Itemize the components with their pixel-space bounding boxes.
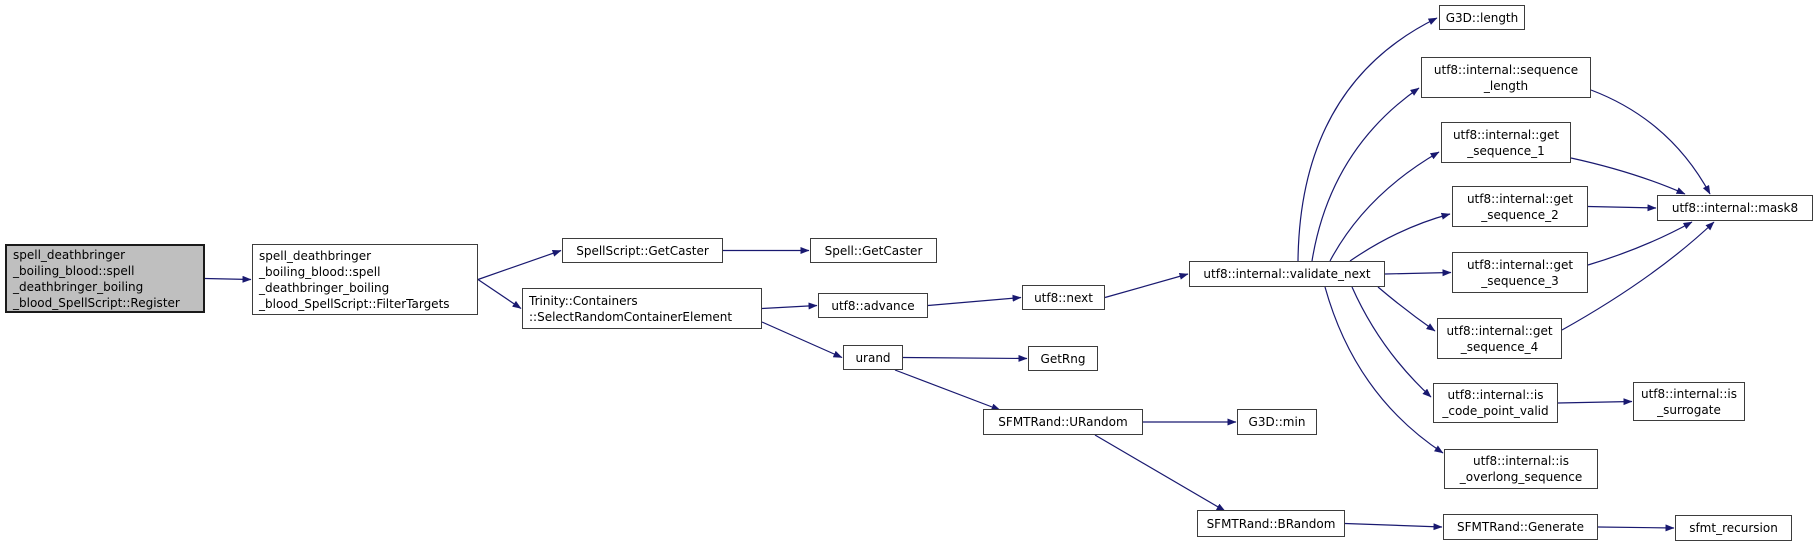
graph-node-label-line: SFMTRand::URandom: [998, 415, 1128, 429]
graph-node-sequence_length[interactable]: utf8::internal::sequence_length: [1421, 57, 1591, 98]
graph-node-validate_next[interactable]: utf8::internal::validate_next: [1189, 261, 1385, 287]
graph-node-get_sequence_1[interactable]: utf8::internal::get_sequence_1: [1441, 122, 1571, 163]
edge-sfmt_brandom-to-sfmt_generate: [1344, 522, 1443, 531]
graph-node-label-line: utf8::internal::is: [1641, 386, 1737, 401]
edge-sfmt_urandom-to-sfmt_brandom: [1094, 434, 1226, 512]
graph-node-label-line: utf8::advance: [831, 298, 915, 313]
graph-node-label-line: _boiling_blood::spell: [259, 264, 381, 279]
graph-node-label-line: utf8::internal::get: [1466, 257, 1574, 272]
graph-node-label-line: utf8::internal::is: [1473, 454, 1569, 468]
graph-node-label-line: utf8::internal::is: [1447, 388, 1544, 402]
graph-node-label-line: _sequence_4: [1460, 339, 1539, 354]
edge-validate_next-to-get_sequence_2: [1349, 212, 1451, 262]
graph-node-label-line: _boiling_blood::spell: [13, 263, 135, 278]
graph-node-is_surrogate[interactable]: utf8::internal::is_surrogate: [1633, 382, 1745, 421]
graph-node-label-line: G3D::min: [1248, 415, 1306, 429]
graph-node-utf8_advance[interactable]: utf8::advance: [818, 293, 928, 318]
graph-node-is_code_point_valid[interactable]: utf8::internal::is_code_point_valid: [1433, 383, 1558, 423]
graph-node-label-line: _sequence_2: [1481, 207, 1559, 222]
edge-validate_next-to-is_overlong_sequence: [1324, 286, 1444, 454]
graph-node-is_overlong_sequence[interactable]: utf8::internal::is_overlong_sequence: [1444, 449, 1598, 489]
graph-node-label-line: _code_point_valid: [1442, 404, 1549, 418]
graph-node-get_sequence_4[interactable]: utf8::internal::get_sequence_4: [1437, 318, 1562, 359]
edge-is_code_point_valid-to-is_surrogate: [1557, 398, 1633, 406]
graph-node-filter_targets[interactable]: spell_deathbringer_boiling_blood::spell_…: [252, 244, 478, 315]
edge-validate_next-to-get_sequence_4: [1377, 286, 1436, 332]
graph-node-label-line: utf8::internal::get: [1446, 323, 1553, 338]
graph-node-label-line: urand: [855, 350, 891, 365]
edge-validate_next-to-g3d_length: [1297, 17, 1438, 262]
graph-node-label-line: utf8::next: [1034, 290, 1093, 305]
graph-node-label-line: utf8::internal::validate_next: [1203, 267, 1371, 281]
edge-get_sequence_2-to-mask8: [1587, 204, 1657, 212]
edge-register-to-filter_targets: [204, 275, 252, 283]
edge-urand-to-getrng: [902, 354, 1028, 362]
graph-node-sfmt_urandom[interactable]: SFMTRand::URandom: [983, 409, 1143, 435]
edge-trinity_select-to-urand: [761, 321, 843, 359]
edge-utf8_advance-to-utf8_next: [927, 294, 1022, 307]
graph-node-spell_getcaster[interactable]: Spell::GetCaster: [810, 238, 937, 263]
graph-node-label-line: utf8::internal::get: [1466, 191, 1574, 206]
graph-node-label-line: Spell::GetCaster: [824, 243, 923, 258]
graph-node-label-line: utf8::internal::sequence: [1433, 62, 1579, 77]
graph-node-label-line: _blood_SpellScript::Register: [13, 295, 180, 310]
edge-filter_targets-to-spellscript_getcaster: [477, 249, 562, 281]
graph-node-label-line: Trinity::Containers: [529, 293, 638, 308]
graph-node-g3d_length[interactable]: G3D::length: [1439, 5, 1525, 30]
graph-node-label-line: SpellScript::GetCaster: [576, 243, 709, 258]
edge-sfmt_generate-to-sfmt_recursion: [1597, 524, 1675, 532]
graph-node-utf8_next[interactable]: utf8::next: [1022, 285, 1105, 310]
edge-get_sequence_3-to-mask8: [1587, 221, 1693, 266]
graph-node-label-line: _sequence_3: [1481, 273, 1559, 288]
edge-validate_next-to-is_code_point_valid: [1351, 286, 1432, 398]
edge-get_sequence_4-to-mask8: [1561, 221, 1715, 331]
edge-validate_next-to-sequence_length: [1311, 87, 1420, 262]
graph-node-label-line: spell_deathbringer: [259, 248, 372, 263]
graph-node-trinity_select[interactable]: Trinity::Containers::SelectRandomContain…: [522, 288, 762, 329]
edge-trinity_select-to-utf8_advance: [761, 302, 818, 310]
graph-node-label-line: _length: [1483, 78, 1529, 93]
graph-node-label-line: _deathbringer_boiling: [259, 280, 390, 295]
graph-node-sfmt_brandom[interactable]: SFMTRand::BRandom: [1197, 510, 1345, 537]
edge-urand-to-sfmt_urandom: [894, 369, 1001, 411]
graph-node-urand[interactable]: urand: [843, 345, 903, 370]
graph-node-get_sequence_3[interactable]: utf8::internal::get_sequence_3: [1452, 252, 1588, 293]
graph-node-label-line: spell_deathbringer: [13, 247, 126, 262]
graph-node-label-line: G3D::length: [1445, 10, 1519, 25]
edge-sequence_length-to-mask8: [1590, 89, 1711, 195]
graph-node-sfmt_recursion[interactable]: sfmt_recursion: [1675, 515, 1792, 541]
graph-node-label-line: _deathbringer_boiling: [13, 279, 144, 294]
graph-node-register[interactable]: spell_deathbringer_boiling_blood::spell_…: [5, 244, 205, 313]
edge-filter_targets-to-trinity_select: [477, 279, 522, 309]
graph-node-label-line: utf8::internal::mask8: [1671, 201, 1799, 215]
graph-node-spellscript_getcaster[interactable]: SpellScript::GetCaster: [562, 238, 723, 263]
graph-node-label-line: GetRng: [1040, 351, 1086, 366]
graph-node-label-line: utf8::internal::get: [1452, 127, 1560, 142]
graph-node-get_sequence_2[interactable]: utf8::internal::get_sequence_2: [1452, 186, 1588, 227]
edge-utf8_next-to-validate_next: [1104, 272, 1189, 299]
graph-node-label-line: _blood_SpellScript::FilterTargets: [259, 296, 450, 311]
graph-node-mask8[interactable]: utf8::internal::mask8: [1657, 195, 1813, 221]
edge-validate_next-to-get_sequence_1: [1329, 151, 1440, 262]
edge-get_sequence_1-to-mask8: [1570, 157, 1686, 195]
graph-node-label-line: _surrogate: [1657, 402, 1721, 417]
graph-node-label-line: ::SelectRandomContainerElement: [529, 309, 733, 324]
graph-node-label-line: SFMTRand::Generate: [1457, 520, 1584, 534]
graph-node-label-line: sfmt_recursion: [1689, 521, 1778, 535]
graph-node-sfmt_generate[interactable]: SFMTRand::Generate: [1443, 514, 1598, 540]
graph-node-g3d_min[interactable]: G3D::min: [1237, 409, 1317, 435]
graph-node-label-line: _sequence_1: [1467, 143, 1545, 158]
graph-node-label-line: _overlong_sequence: [1459, 470, 1583, 484]
graph-node-label-line: SFMTRand::BRandom: [1206, 516, 1336, 531]
edge-validate_next-to-get_sequence_3: [1384, 269, 1452, 277]
graph-node-getrng[interactable]: GetRng: [1028, 346, 1098, 371]
